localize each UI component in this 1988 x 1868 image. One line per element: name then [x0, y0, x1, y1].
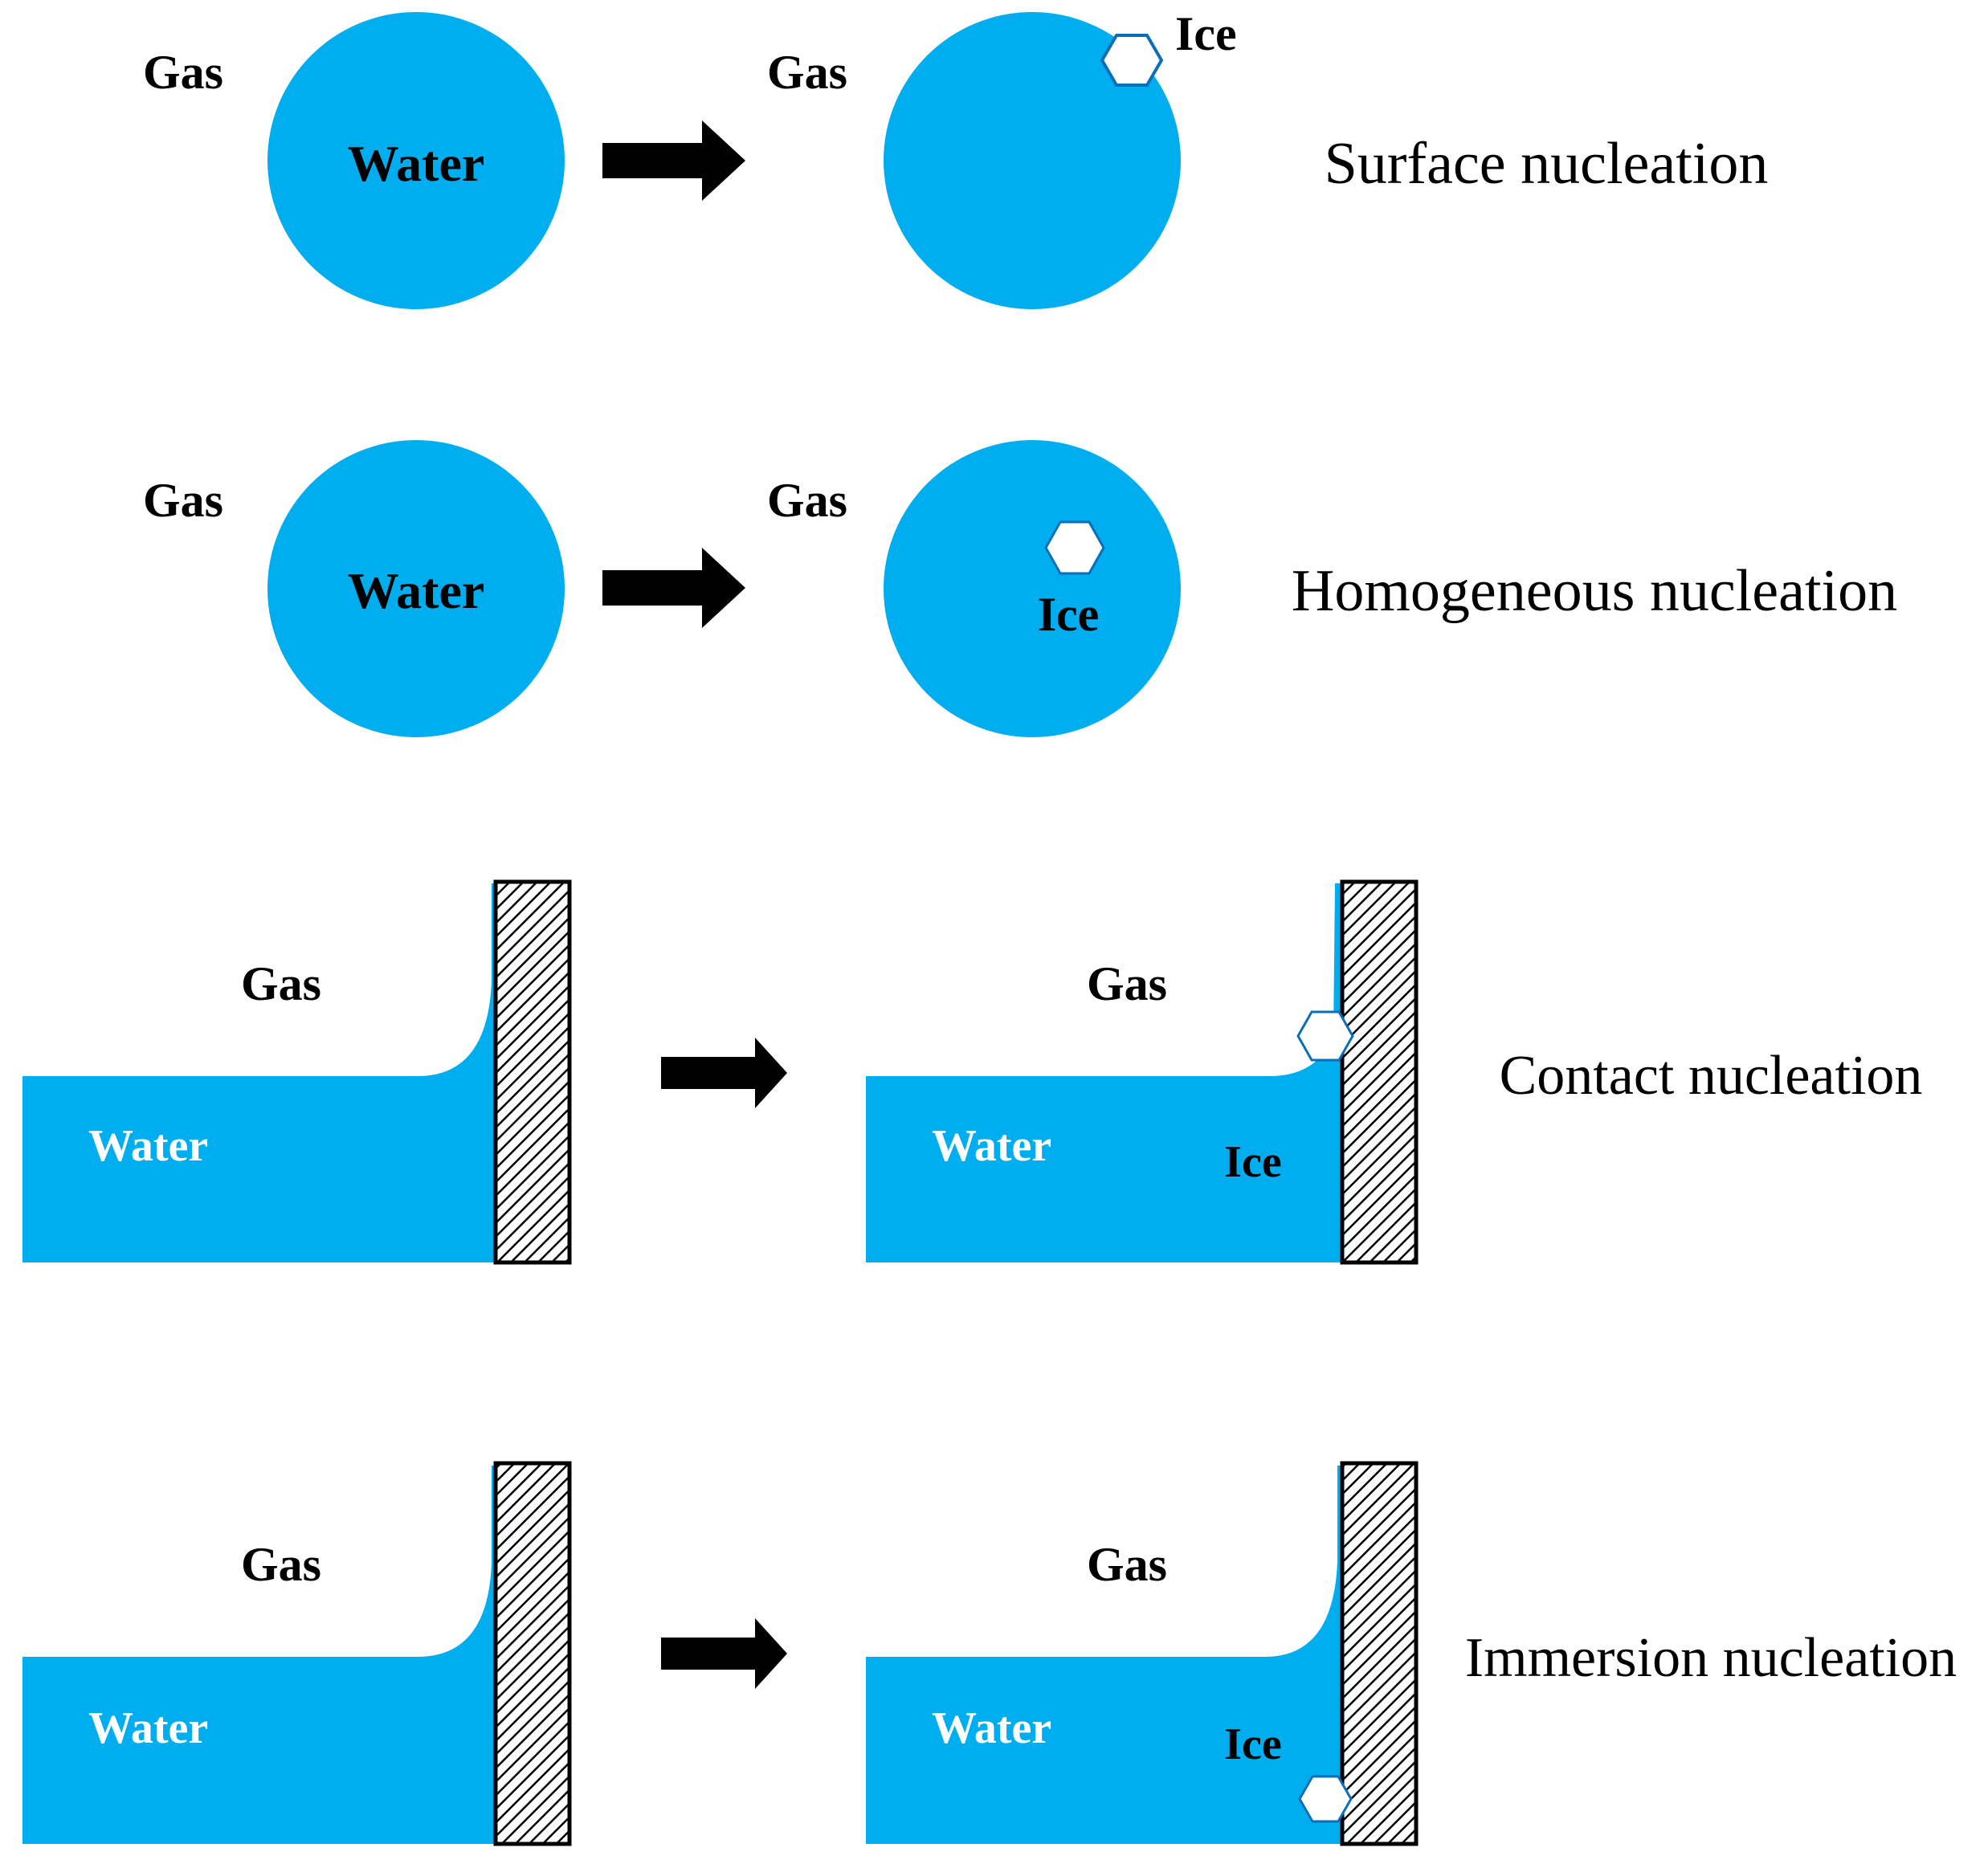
gas-label: Gas [1087, 957, 1167, 1010]
ice-label: Ice [1175, 7, 1237, 60]
gas-label: Gas [143, 474, 223, 527]
hatched-wall [493, 1461, 572, 1846]
row-immersion-nucleation: Gas Water Gas Water Ice Immersion nuclea… [22, 1461, 1957, 1846]
water-body [866, 883, 1343, 1262]
right-arrow-icon [661, 1618, 787, 1689]
hatched-wall [493, 879, 572, 1265]
water-droplet [884, 440, 1181, 737]
gas-label: Gas [1087, 1538, 1167, 1591]
row-surface-nucleation: Gas Water Gas Ice Surface nucleation [143, 7, 1768, 309]
water-body [22, 883, 496, 1262]
row-title: Surface nucleation [1325, 131, 1769, 197]
gas-label: Gas [241, 957, 321, 1010]
row-title: Immersion nucleation [1465, 1627, 1957, 1689]
row-title: Contact nucleation [1500, 1045, 1923, 1107]
water-body [866, 1466, 1343, 1844]
water-label: Water [348, 135, 485, 192]
ice-crystal [1298, 1775, 1353, 1823]
water-label: Water [88, 1121, 208, 1171]
hatched-wall [1340, 879, 1419, 1265]
gas-label: Gas [767, 46, 847, 99]
hatched-wall [1340, 1461, 1419, 1846]
ice-label: Ice [1224, 1137, 1282, 1187]
water-droplet [884, 12, 1181, 309]
ice-label: Ice [1224, 1719, 1282, 1769]
ice-label: Ice [1038, 588, 1100, 641]
right-arrow-icon [602, 120, 745, 201]
row-homogeneous-nucleation: Gas Water Gas Ice Homogeneous nucleation [143, 440, 1897, 737]
gas-label: Gas [767, 474, 847, 527]
gas-label: Gas [143, 46, 223, 99]
water-droplet [267, 440, 565, 737]
water-label: Water [932, 1121, 1051, 1171]
water-label: Water [932, 1703, 1051, 1753]
ice-crystal [1044, 520, 1105, 575]
water-droplet [267, 12, 565, 309]
row-contact-nucleation: Gas Water Gas Water Ice Contact nucleati… [22, 879, 1923, 1265]
water-body [22, 1466, 496, 1844]
ice-crystal [1100, 34, 1164, 87]
row-title: Homogeneous nucleation [1292, 558, 1897, 624]
ice-crystal [1296, 1010, 1354, 1062]
water-label: Water [88, 1703, 208, 1753]
right-arrow-icon [661, 1038, 787, 1108]
water-label: Water [348, 562, 485, 619]
gas-label: Gas [241, 1538, 321, 1591]
right-arrow-icon [602, 548, 745, 628]
